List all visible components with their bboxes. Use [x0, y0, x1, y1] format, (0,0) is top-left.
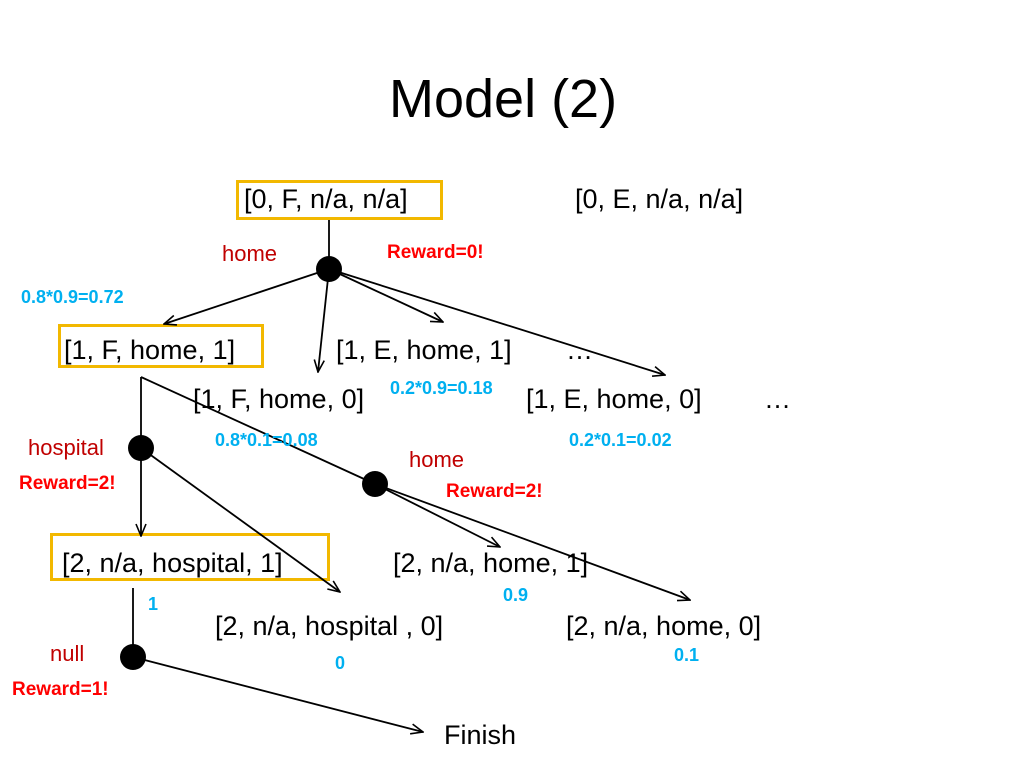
edge-to-s2-home-1: [374, 483, 500, 547]
prob-F-home-0: 0.8*0.1=0.08: [215, 430, 318, 450]
ellipsis-2: …: [764, 384, 791, 414]
action-null: null: [50, 641, 85, 666]
state-s2-hospital-1: [2, n/a, hospital, 1]: [62, 548, 283, 578]
decision-node-home-top: [316, 256, 342, 282]
prob-s2-hospital-1: 1: [148, 594, 159, 614]
prob-F-home-1: 0.8*0.9=0.72: [21, 287, 124, 307]
action-home-mid: home: [409, 447, 465, 472]
state-s1-E-home-0: [1, E, home, 0]: [526, 384, 702, 414]
prob-s2-home-0: 0.1: [674, 645, 700, 665]
edge-to-s1-F-home-1: [164, 268, 330, 324]
reward-home-mid: Reward=2!: [446, 481, 543, 502]
highlight-box-s2: [50, 533, 330, 581]
highlight-box-s1: [58, 324, 264, 368]
page-title: Model (2): [389, 69, 618, 129]
state-s1-F-home-0: [1, F, home, 0]: [193, 384, 365, 414]
edge-to-s2-hospital-0: [140, 447, 340, 592]
decision-node-home-mid: [362, 471, 388, 497]
decision-node-null: [120, 644, 146, 670]
action-hospital: hospital: [28, 435, 104, 460]
reward-home-top: Reward=0!: [387, 242, 484, 263]
edge-s1-to-home-node: [140, 376, 376, 485]
reward-hospital: Reward=2!: [19, 473, 116, 494]
state-s1-E-home-1: [1, E, home, 1]: [336, 335, 512, 365]
finish-state: Finish: [444, 720, 517, 750]
state-s0-E: [0, E, n/a, n/a]: [575, 184, 744, 214]
decision-node-hospital: [128, 435, 154, 461]
edge-to-s1-E-home-1: [328, 268, 443, 322]
state-s0-F: [0, F, n/a, n/a]: [244, 184, 408, 214]
prob-s2-home-1: 0.9: [503, 585, 529, 605]
highlight-box-s0: [236, 180, 443, 220]
edge-to-finish: [132, 656, 423, 732]
state-s1-F-home-1: [1, F, home, 1]: [64, 335, 236, 365]
prob-E-home-1: 0.2*0.9=0.18: [390, 378, 493, 398]
state-s2-hospital-0: [2, n/a, hospital , 0]: [215, 611, 444, 641]
edge-to-s1-E-home-0: [328, 268, 665, 375]
edge-to-s1-F-home-0: [318, 268, 330, 372]
prob-s2-hospital-0: 0: [335, 653, 346, 673]
reward-null: Reward=1!: [12, 679, 109, 700]
action-home-top: home: [222, 241, 278, 266]
state-s2-home-1: [2, n/a, home, 1]: [393, 548, 589, 578]
state-s2-home-0: [2, n/a, home, 0]: [566, 611, 762, 641]
ellipsis-1: …: [566, 335, 593, 365]
edge-to-s2-home-0: [374, 483, 690, 600]
prob-E-home-0: 0.2*0.1=0.02: [569, 430, 672, 450]
